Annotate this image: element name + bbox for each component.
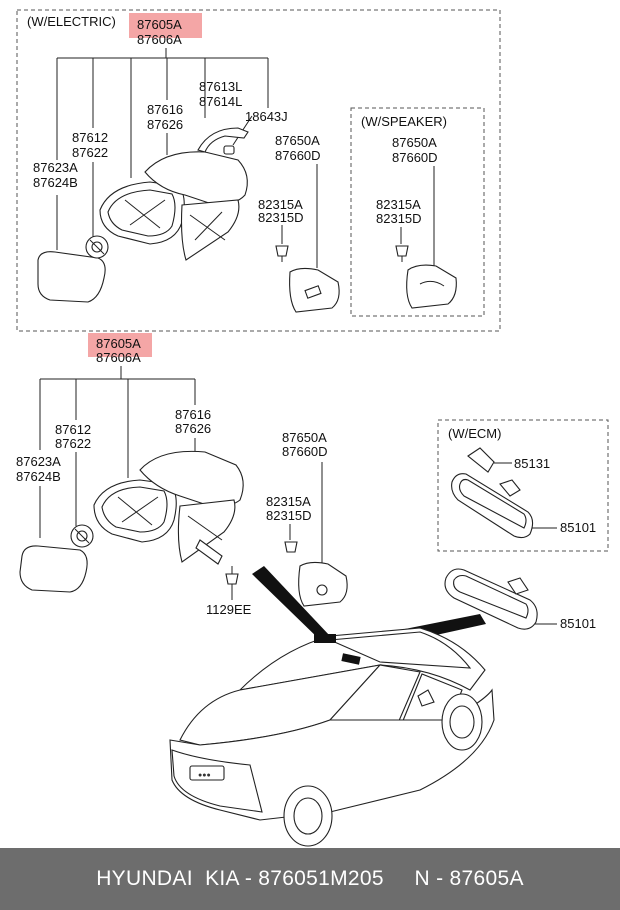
electric-group-box [16,9,501,332]
electric-housing-code-b: 87626 [147,117,183,132]
speaker-leader-lines [400,166,435,266]
manual-bolt-drawing [225,566,239,585]
pointer-to-side-mirror [252,566,330,642]
car-drawing: ●●● [169,627,495,847]
svg-text:●●●: ●●● [198,772,211,779]
manual-cover-code-a: 87650A [282,430,327,445]
manual-highlight [88,333,152,357]
speaker-triangle-cover-drawing [406,264,457,309]
electric-bulb-code: 18643J [245,109,288,124]
electric-holder-code-a: 87612 [72,130,108,145]
electric-glass-code-b: 87624B [33,175,78,190]
speaker-box-title: (W/SPEAKER) [361,114,447,129]
ecm-inside-mirror-drawing [451,473,534,539]
speaker-group-box [350,107,485,317]
electric-cover-code-a: 87650A [275,133,320,148]
manual-glass-code-a: 87623A [16,454,61,469]
electric-box-title: (W/ELECTRIC) [27,14,116,29]
electric-mirror-housing-drawing [99,151,248,261]
manual-mirror-glass-drawing [19,545,88,593]
ecm-box-title: (W/ECM) [448,426,501,441]
electric-lamp-code-b: 87614L [199,94,242,109]
inside-mirror-code: 85101 [560,616,596,631]
electric-housing-code-a: 87616 [147,102,183,117]
manual-holder-code-a: 87612 [55,422,91,437]
manual-holder-drawing [70,524,94,548]
electric-bulb-drawing [223,145,235,155]
electric-screw-drawing [275,245,289,262]
manual-assy-code-b: 87606A [96,350,141,365]
electric-assy-code-b: 87606A [137,32,182,47]
electric-triangle-cover-drawing [289,267,340,313]
electric-cover-code-b: 87660D [275,148,321,163]
manual-screw-drawing [284,541,298,553]
manual-holder-code-b: 87622 [55,436,91,451]
car-inside-mirror-mark [341,653,361,665]
electric-actuator-drawing [85,235,109,259]
speaker-cover-code-a: 87650A [392,135,437,150]
manual-triangle-cover-drawing [298,561,348,607]
electric-highlight [129,13,202,38]
electric-side-lamp-drawing [197,127,249,153]
speaker-screw-code-a: 82315A [376,197,421,212]
ecm-bracket-code: 85131 [514,456,550,471]
inside-mirror-drawing [444,568,538,630]
electric-screw-code-a: 82315A [258,197,303,212]
ecm-group-box [437,419,609,552]
electric-leader-lines [56,48,318,268]
manual-housing-code-b: 87626 [175,421,211,436]
manual-screw-code-b: 82315D [266,508,312,523]
speaker-screw-code-b: 82315D [376,211,422,226]
manual-glass-code-b: 87624B [16,469,61,484]
car-side-mirror-mark [314,634,336,643]
manual-assy-code-a: 87605A [96,336,141,351]
ecm-bracket-drawing [467,447,495,473]
electric-mirror-glass-drawing [37,251,106,303]
manual-mirror-housing-drawing [93,450,244,565]
ecm-leader-lines [494,462,557,529]
electric-holder-code-b: 87622 [72,145,108,160]
speaker-cover-code-b: 87660D [392,150,438,165]
footer-part-number-bar: HYUNDAI KIA - 876051M205 N - 87605A [0,848,620,910]
manual-leader-lines [39,366,323,600]
manual-screw-code-a: 82315A [266,494,311,509]
ecm-mirror-code: 85101 [560,520,596,535]
electric-lamp-code-a: 87613L [199,79,242,94]
speaker-screw-drawing [395,245,409,262]
electric-screw-code-b: 82315D [258,210,304,225]
manual-housing-code-a: 87616 [175,407,211,422]
electric-assy-code-a: 87605A [137,17,182,32]
manual-cover-code-b: 87660D [282,444,328,459]
manual-bolt-code: 1129EE [206,602,252,617]
electric-glass-code-a: 87623A [33,160,78,175]
